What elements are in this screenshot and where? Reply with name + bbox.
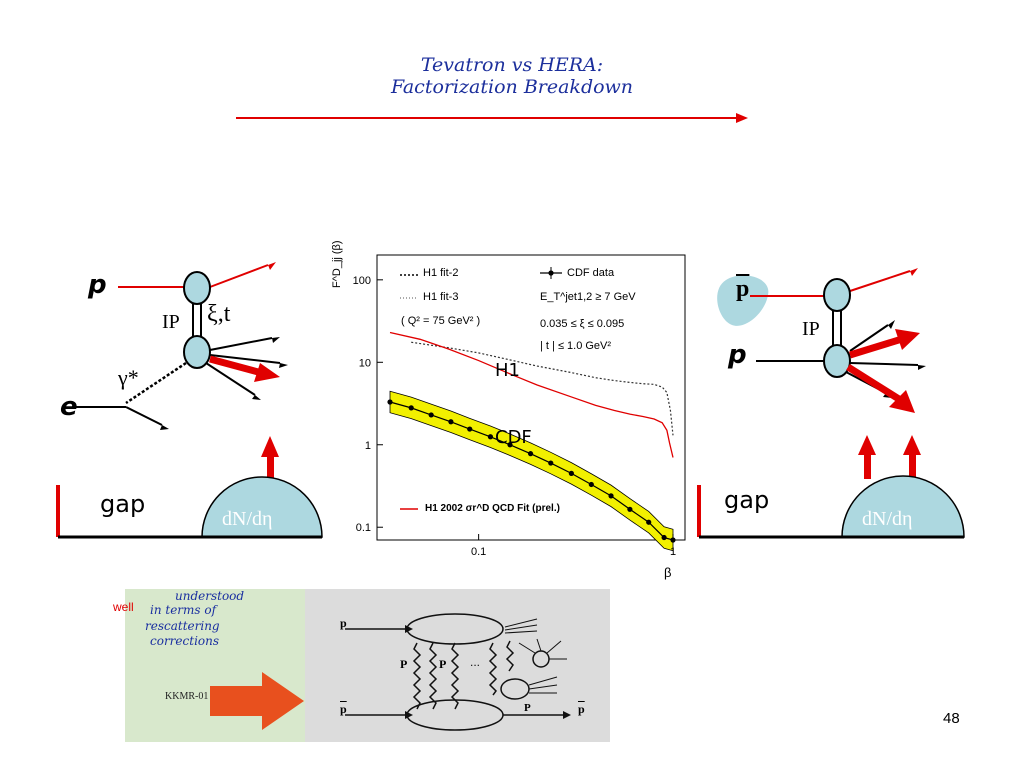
cdf-point <box>588 481 594 488</box>
note-line4: corrections <box>150 634 220 648</box>
gap-label-right: gap <box>724 486 770 514</box>
annotation-h1: H1 <box>495 360 520 381</box>
orange-arrow <box>210 672 304 730</box>
legend-fit3: H1 fit-3 <box>423 291 459 303</box>
diagram-pomeron1: P <box>400 657 408 671</box>
cdf-point <box>448 419 454 425</box>
x-axis-label: β <box>664 565 672 580</box>
right-diagram <box>697 268 965 539</box>
well-label: well <box>113 600 134 614</box>
annotation-cdf: CDF <box>495 427 532 448</box>
left-diagram <box>56 262 323 539</box>
cdf-point <box>627 506 633 512</box>
title-arrow <box>236 113 748 123</box>
photon-label: γ* <box>118 365 139 390</box>
diagram-dots: ... <box>470 655 481 669</box>
electron-label: e <box>60 392 78 422</box>
cdf-point <box>428 412 434 418</box>
y-tick-label: 0.1 <box>356 522 371 534</box>
note-line1: understood <box>175 589 245 603</box>
rescattering-diagram <box>345 613 571 731</box>
cdf-point <box>467 426 473 432</box>
note-line2: in terms of <box>150 603 217 617</box>
kkmr-ref: KKMR-01 <box>165 691 209 702</box>
cdf-point <box>568 470 574 476</box>
legend-cdf: CDF data <box>567 267 615 279</box>
x-tick-label: 1 <box>670 546 676 558</box>
slide-title-line1: Tevatron vs HERA: <box>420 54 604 76</box>
note-line3: rescattering <box>145 619 220 633</box>
cdf-point <box>387 399 393 405</box>
cdf-point <box>608 493 614 499</box>
legend-q2: ( Q² = 75 GeV² ) <box>401 315 481 327</box>
gap-label: gap <box>100 490 146 518</box>
antiproton-label: p <box>736 276 750 302</box>
y-tick-label: 1 <box>365 440 371 452</box>
diagram-pomeron2: P <box>439 657 447 671</box>
legend-xi: 0.035 ≤ ξ ≤ 0.095 <box>540 318 625 330</box>
pomeron-label: IP <box>162 311 180 333</box>
cdf-point <box>527 451 534 457</box>
dndeta-label: dN/dη <box>222 508 273 530</box>
page-number: 48 <box>943 710 960 727</box>
y-tick-label: 100 <box>353 275 371 287</box>
legend-t: | t | ≤ 1.0 GeV² <box>540 340 612 352</box>
cdf-point <box>548 460 554 466</box>
cdf-point <box>487 434 494 440</box>
xi-t-label: ξ,t <box>207 301 231 327</box>
series-line-1 <box>411 341 674 436</box>
cdf-point <box>408 405 414 411</box>
diagram-pbar-out: p <box>578 702 585 716</box>
y-axis-label: F^D_jj (β) <box>331 240 343 288</box>
dndeta-label-right: dN/dη <box>862 508 913 530</box>
cdf-point <box>661 534 667 541</box>
x-tick-label: 0.1 <box>471 546 486 558</box>
slide-title-line2: Factorization Breakdown <box>390 76 634 98</box>
proton-label-right: p <box>728 340 747 370</box>
diagram-pomeron3: P <box>524 702 531 714</box>
legend-fit2: H1 fit-2 <box>423 267 459 279</box>
pomeron-label-right: IP <box>802 318 820 340</box>
cdf-point <box>507 442 513 448</box>
proton-label: p <box>88 270 107 300</box>
series-line-2 <box>389 331 674 458</box>
chart: 0.1 1 10 100 0.1 1 <box>353 254 686 558</box>
y-tick-label: 10 <box>359 357 371 369</box>
legend-et: E_T^jet1,2 ≥ 7 GeV <box>540 291 636 303</box>
diagram-p-in: p <box>340 616 347 630</box>
cdf-point <box>646 519 652 525</box>
diagram-pbar-in: p <box>340 702 347 716</box>
cdf-band <box>389 390 674 552</box>
legend-h1-2002: H1 2002 σr^D QCD Fit (prel.) <box>425 503 560 514</box>
series-line-0 <box>389 401 674 541</box>
